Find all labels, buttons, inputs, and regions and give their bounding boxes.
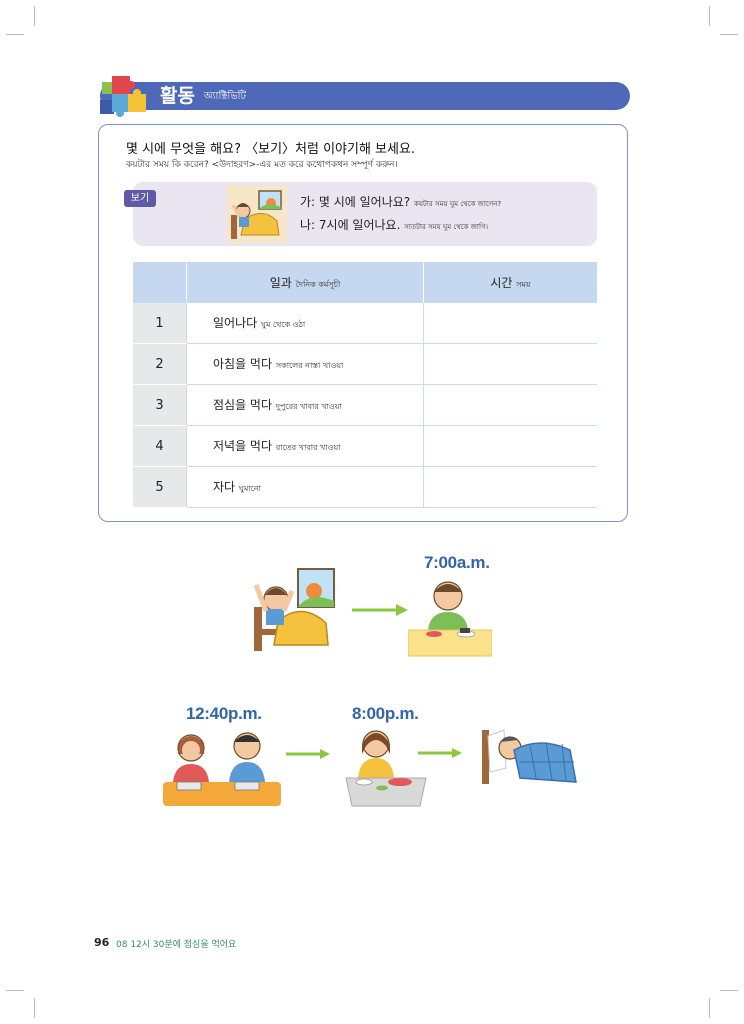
activity-korean: 아침을 먹다 <box>213 357 273 371</box>
section-header-bar <box>100 82 630 110</box>
activity-bengali: ঘুমানো <box>238 484 261 493</box>
row-time-blank[interactable] <box>423 466 597 508</box>
crop-mark <box>720 34 738 35</box>
instruction-korean: 몇 시에 무엇을 해요? 〈보기〉처럼 이야기해 보세요. <box>126 142 416 157</box>
row-activity: 자다 ঘুমানো <box>186 466 424 508</box>
section-title: 활동 <box>160 85 195 107</box>
example-answer-bengali: সাতটার সময় ঘুম থেকে জাগি। <box>404 223 489 231</box>
breakfast-time-label: 7:00a.m. <box>424 553 490 572</box>
table-header-row: 일과 দৈনিক কর্মসূচী 시간 সময় <box>133 262 597 303</box>
crop-mark <box>709 6 710 26</box>
row-activity: 저녁을 먹다 রাতের খাবার খাওয়া <box>186 425 424 467</box>
header-time-bengali: সময় <box>516 279 531 289</box>
lunch-illustration <box>163 732 281 806</box>
arrow-right-icon <box>418 748 462 758</box>
sleeping-illustration <box>482 729 577 784</box>
example-question-bengali: কয়টার সময় ঘুম থেকে জাগেন? <box>414 200 502 208</box>
activity-bengali: রাতের খাবার খাওয়া <box>275 443 341 452</box>
dinner-illustration <box>345 730 427 807</box>
chapter-title: 08 12시 30분에 점심을 먹어요 <box>116 940 237 950</box>
row-time-blank[interactable] <box>423 343 597 385</box>
activity-bengali: ঘুম থেকে ওঠা <box>261 320 306 329</box>
row-time-blank[interactable] <box>423 384 597 426</box>
row-number: 2 <box>133 343 187 385</box>
table-row: 3 점심을 먹다 দুপুরের খাবার খাওয়া <box>133 384 597 426</box>
instruction-bengali: কয়টার সময় কি করেন? <উদাহরণ>-এর মত করে … <box>126 160 398 170</box>
wake-up-illustration <box>253 568 335 651</box>
header-time-cell: 시간 সময় <box>423 262 597 303</box>
header-activity-bengali: দৈনিক কর্মসূচী <box>295 279 341 289</box>
row-time-blank[interactable] <box>423 303 597 344</box>
row-number: 4 <box>133 425 187 467</box>
crop-mark <box>34 998 35 1018</box>
example-answer: 나: 7시에 일어나요. সাতটার সময় ঘুম থেকে জাগি। <box>300 216 488 233</box>
breakfast-illustration <box>408 581 492 657</box>
dinner-time-label: 8:00p.m. <box>352 704 419 723</box>
table-row: 2 아침을 먹다 সকালের নাস্তা খাওয়া <box>133 343 597 385</box>
row-time-blank[interactable] <box>423 425 597 467</box>
crop-mark <box>720 990 738 991</box>
header-activity-cell: 일과 দৈনিক কর্মসূচী <box>186 262 424 303</box>
wake-up-illustration <box>227 185 287 243</box>
activity-korean: 자다 <box>213 480 236 494</box>
example-box <box>133 182 597 246</box>
lunch-time-label: 12:40p.m. <box>186 704 262 723</box>
arrow-right-icon <box>352 604 408 616</box>
row-activity: 점심을 먹다 দুপুরের খাবার খাওয়া <box>186 384 424 426</box>
activity-korean: 점심을 먹다 <box>213 398 273 412</box>
crop-mark <box>6 990 24 991</box>
row-activity: 아침을 먹다 সকালের নাস্তা খাওয়া <box>186 343 424 385</box>
activity-box <box>98 124 628 522</box>
activity-korean: 저녁을 먹다 <box>213 439 273 453</box>
schedule-table: 일과 দৈনিক কর্মসূচী 시간 সময় 1 일어나다 ঘুম থেক… <box>133 262 597 508</box>
section-subtitle: অ্যাক্টিভিটি <box>204 91 246 102</box>
activity-bengali: সকালের নাস্তা খাওয়া <box>275 361 344 370</box>
row-number: 5 <box>133 466 187 508</box>
row-number: 1 <box>133 303 187 344</box>
table-row: 4 저녁을 먹다 রাতের খাবার খাওয়া <box>133 425 597 467</box>
example-answer-korean: 나: 7시에 일어나요. <box>300 218 401 232</box>
crop-mark <box>709 998 710 1018</box>
activity-bengali: দুপুরের খাবার খাওয়া <box>275 402 342 411</box>
arrow-right-icon <box>286 749 330 759</box>
header-time-korean: 시간 <box>490 275 513 290</box>
example-question-korean: 가: 몇 시에 일어나요? <box>300 195 411 209</box>
row-number: 3 <box>133 384 187 426</box>
example-badge: 보기 <box>124 190 156 207</box>
row-activity: 일어나다 ঘুম থেকে ওঠা <box>186 303 424 344</box>
page-number: 96 <box>94 936 110 949</box>
table-row: 5 자다 ঘুমানো <box>133 466 597 508</box>
crop-mark <box>34 6 35 26</box>
puzzle-icon <box>100 76 146 117</box>
header-number-cell <box>133 262 187 303</box>
activity-korean: 일어나다 <box>213 316 258 330</box>
example-question: 가: 몇 시에 일어나요? কয়টার সময় ঘুম থেকে জাগেন… <box>300 193 501 210</box>
table-row: 1 일어나다 ঘুম থেকে ওঠা <box>133 303 597 344</box>
crop-mark <box>6 34 24 35</box>
header-activity-korean: 일과 <box>269 275 292 290</box>
